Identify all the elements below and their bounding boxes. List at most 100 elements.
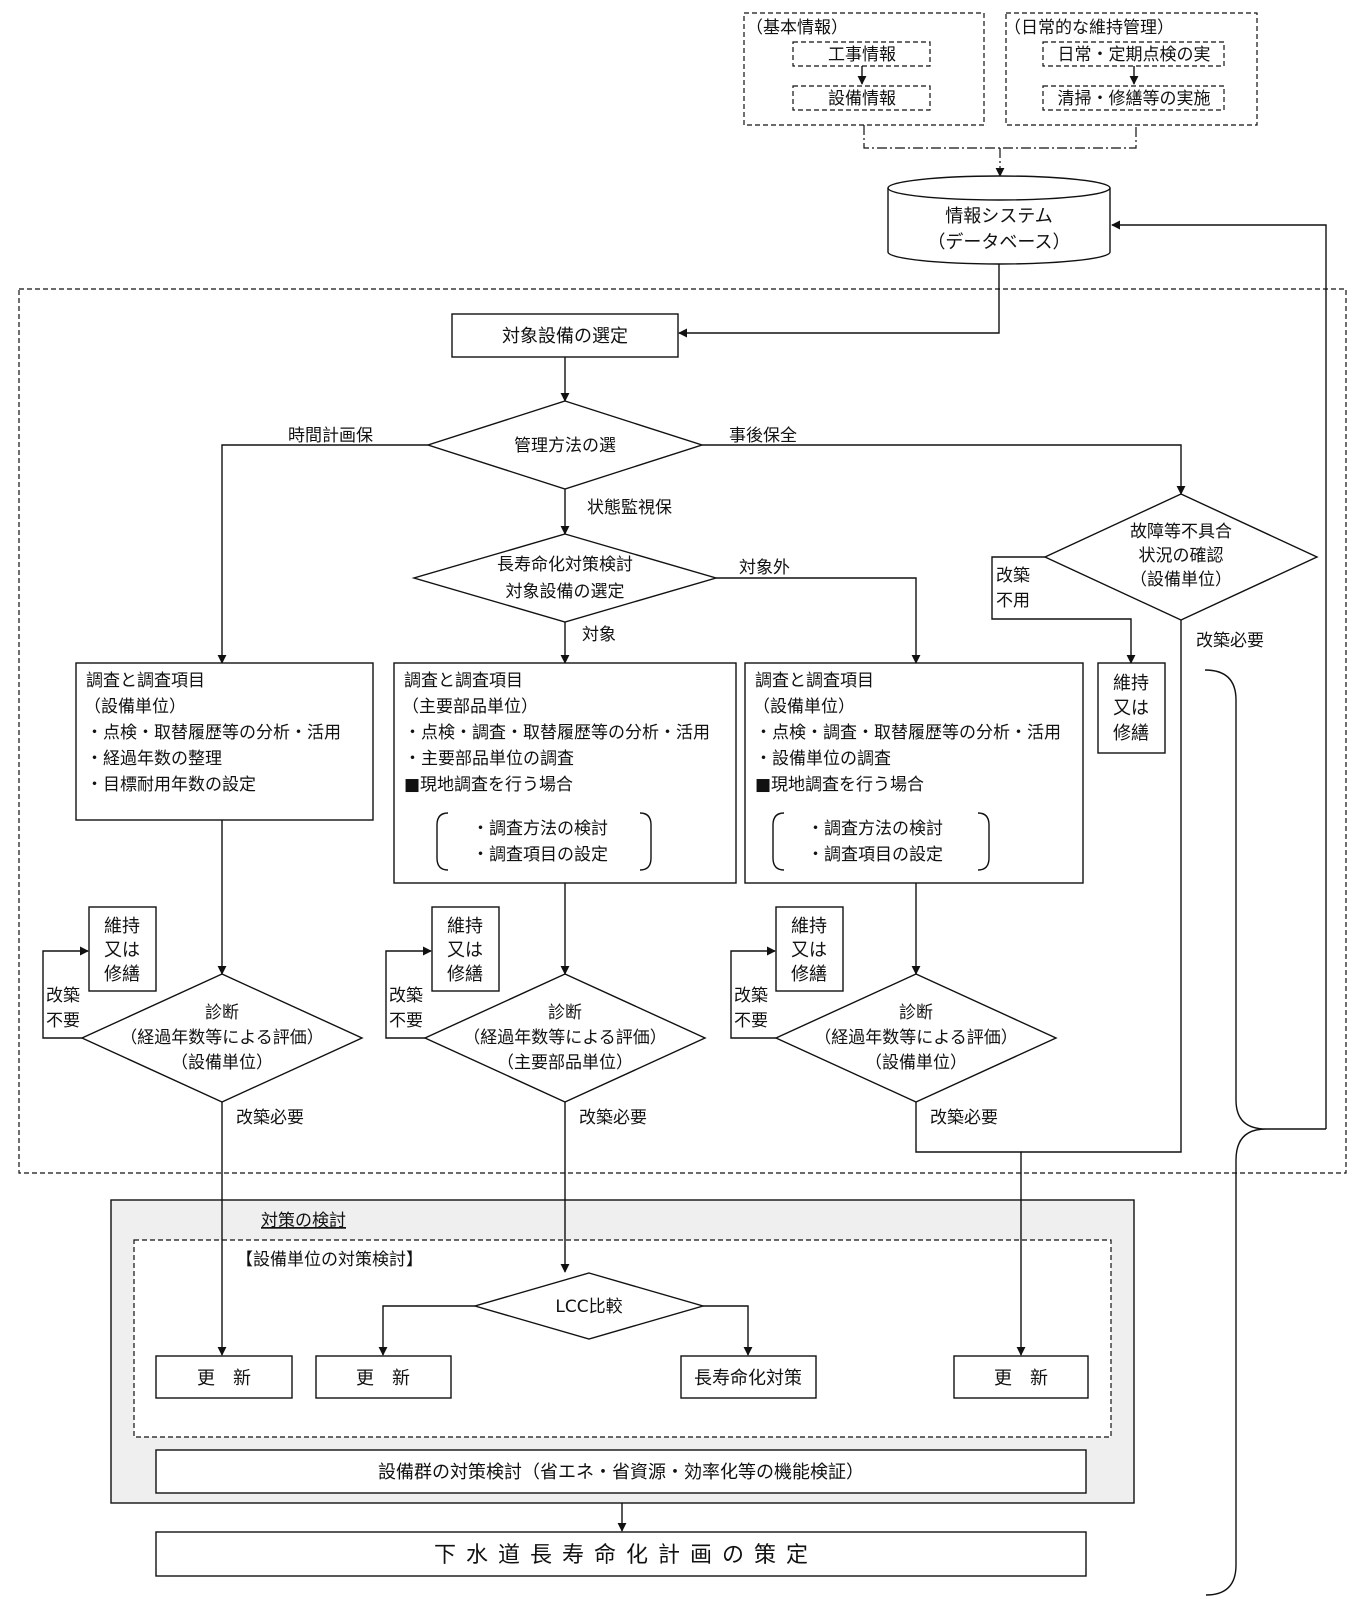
inspection-label: 日常・定期点検の実 — [1058, 45, 1211, 65]
maintain-box-left — [88, 906, 157, 992]
maintain-left-3: 修繕 — [104, 964, 140, 985]
final-plan-label: 下水道長寿命化計画の策定 — [434, 1543, 818, 1568]
maintain-post-1: 維持 — [1113, 673, 1149, 694]
survey-mid-item-2: ・主要部品単位の調査 — [404, 749, 574, 769]
select-target-box — [451, 313, 679, 358]
failure-check-label-2: 状況の確認 — [1139, 546, 1224, 566]
survey-left-item-3: ・目標耐用年数の設定 — [86, 775, 256, 795]
survey-right-item-1: ・点検・調査・取替履歴等の分析・活用 — [755, 723, 1061, 743]
diagnosis-left-method: （経過年数等による評価） — [120, 1028, 324, 1048]
feedback-brace — [1204, 669, 1267, 1596]
maintain-left-2: 又は — [104, 940, 140, 961]
maintain-mid-3: 修繕 — [447, 964, 483, 985]
survey-box-non-target — [744, 662, 1084, 884]
maintain-right-1: 維持 — [791, 916, 827, 937]
lcc-diamond — [472, 1272, 706, 1340]
failure-no-rebuild-label-2: 不用 — [996, 591, 1030, 611]
survey-right-item-3: ■現地調査を行う場合 — [755, 775, 924, 795]
maintain-right-2: 又は — [791, 940, 827, 961]
survey-box-time-plan — [75, 662, 374, 821]
survey-right-unit: （設備単位） — [753, 697, 855, 717]
diagnosis-right-method: （経過年数等による評価） — [814, 1028, 1018, 1048]
failure-check-label-3: （設備単位） — [1130, 570, 1232, 590]
maintain-mid-1: 維持 — [447, 916, 483, 937]
survey-mid-unit: （主要部品単位） — [402, 697, 538, 717]
diagnosis-mid-unit: （主要部品単位） — [497, 1053, 633, 1073]
maintain-right-3: 修繕 — [791, 964, 827, 985]
database-label-2: （データベース） — [927, 232, 1070, 253]
equipment-group-label: 設備群の対策検討（省エネ・省資源・効率化等の機能検証） — [378, 1462, 864, 1483]
equipment-info-box — [792, 85, 931, 111]
unit-countermeasure-title: 【設備単位の対策検討】 — [236, 1250, 423, 1270]
maintain-post-3: 修繕 — [1113, 723, 1149, 744]
target-label: 対象 — [582, 625, 616, 645]
diag-left-no-rebuild-2: 不要 — [46, 1011, 80, 1031]
survey-right-bracket-right — [977, 812, 990, 871]
maintain-left-1: 維持 — [104, 916, 140, 937]
survey-left-unit: （設備単位） — [84, 697, 186, 717]
daily-maintenance-group — [1005, 12, 1258, 126]
countermeasure-title: 対策の検討 — [261, 1211, 346, 1231]
maintain-box-mid — [431, 906, 500, 992]
diag-mid-no-rebuild-2: 不要 — [389, 1011, 423, 1031]
basic-info-title: （基本情報） — [746, 18, 848, 38]
survey-left-title: 調査と調査項目 — [86, 671, 205, 691]
survey-mid-item-1: ・点検・調査・取替履歴等の分析・活用 — [404, 723, 710, 743]
diagnosis-right-unit: （設備単位） — [865, 1053, 967, 1073]
inspection-box — [1042, 41, 1225, 67]
construction-info-label: 工事情報 — [828, 45, 896, 65]
failure-no-rebuild-label-1: 改築 — [996, 566, 1030, 586]
renew-box-2 — [315, 1355, 452, 1399]
cleaning-label: 清掃・修繕等の実施 — [1058, 89, 1211, 109]
life-extension-label: 長寿命化対策 — [694, 1368, 802, 1389]
survey-mid-title: 調査と調査項目 — [404, 671, 523, 691]
diag-mid-no-rebuild-1: 改築 — [389, 986, 423, 1006]
survey-right-sub-1: ・調査方法の検討 — [807, 819, 943, 839]
survey-box-condition — [393, 662, 737, 884]
time-plan-label: 時間計画保 — [288, 426, 373, 446]
maintain-mid-2: 又は — [447, 940, 483, 961]
survey-mid-bracket-left — [436, 812, 449, 871]
database-label-1: 情報システム — [945, 206, 1052, 227]
diag-right-need-rebuild: 改築必要 — [930, 1108, 998, 1128]
post-maint-label: 事後保全 — [729, 426, 797, 446]
daily-maintenance-title: （日常的な維持管理） — [1004, 18, 1174, 38]
renew-label-2: 更 新 — [356, 1368, 410, 1389]
diag-right-no-rebuild-2: 不要 — [734, 1011, 768, 1031]
survey-mid-sub-2: ・調査項目の設定 — [472, 845, 608, 865]
diagnosis-left-unit: （設備単位） — [171, 1053, 273, 1073]
survey-left-item-2: ・経過年数の整理 — [86, 749, 222, 769]
survey-diagnosis-area — [18, 288, 1347, 1174]
unit-countermeasure-area — [133, 1239, 1112, 1438]
failure-check-label-1: 故障等不具合 — [1130, 522, 1232, 542]
non-target-label: 対象外 — [739, 558, 790, 578]
diag-left-need-rebuild: 改築必要 — [236, 1108, 304, 1128]
life-extension-label-1: 長寿命化対策検討 — [497, 555, 633, 575]
diag-right-no-rebuild-1: 改築 — [734, 986, 768, 1006]
diag-mid-need-rebuild: 改築必要 — [579, 1108, 647, 1128]
maintain-box-right — [775, 906, 844, 992]
failure-need-rebuild-label: 改築必要 — [1196, 631, 1264, 651]
diagnosis-mid-method: （経過年数等による評価） — [463, 1028, 667, 1048]
equipment-group-box — [155, 1449, 1087, 1494]
renew-label-3: 更 新 — [994, 1368, 1048, 1389]
select-target-label: 対象設備の選定 — [502, 326, 628, 347]
survey-right-sub-2: ・調査項目の設定 — [807, 845, 943, 865]
construction-info-box — [792, 41, 931, 67]
life-extension-decision-diamond — [411, 533, 719, 623]
survey-left-item-1: ・点検・取替履歴等の分析・活用 — [86, 723, 341, 743]
diagnosis-left-title: 診断 — [205, 1003, 239, 1023]
life-extension-box — [680, 1355, 817, 1399]
maintain-box-post — [1097, 662, 1166, 754]
final-plan-box — [155, 1531, 1087, 1577]
survey-mid-sub-1: ・調査方法の検討 — [472, 819, 608, 839]
equipment-info-label: 設備情報 — [828, 89, 896, 109]
renew-box-1 — [155, 1355, 293, 1399]
survey-right-item-2: ・設備単位の調査 — [755, 749, 891, 769]
renew-box-3 — [953, 1355, 1089, 1399]
survey-right-title: 調査と調査項目 — [755, 671, 874, 691]
survey-right-bracket-left — [772, 812, 785, 871]
management-method-label: 管理方法の選 — [514, 436, 616, 456]
diag-left-no-rebuild-1: 改築 — [46, 986, 80, 1006]
